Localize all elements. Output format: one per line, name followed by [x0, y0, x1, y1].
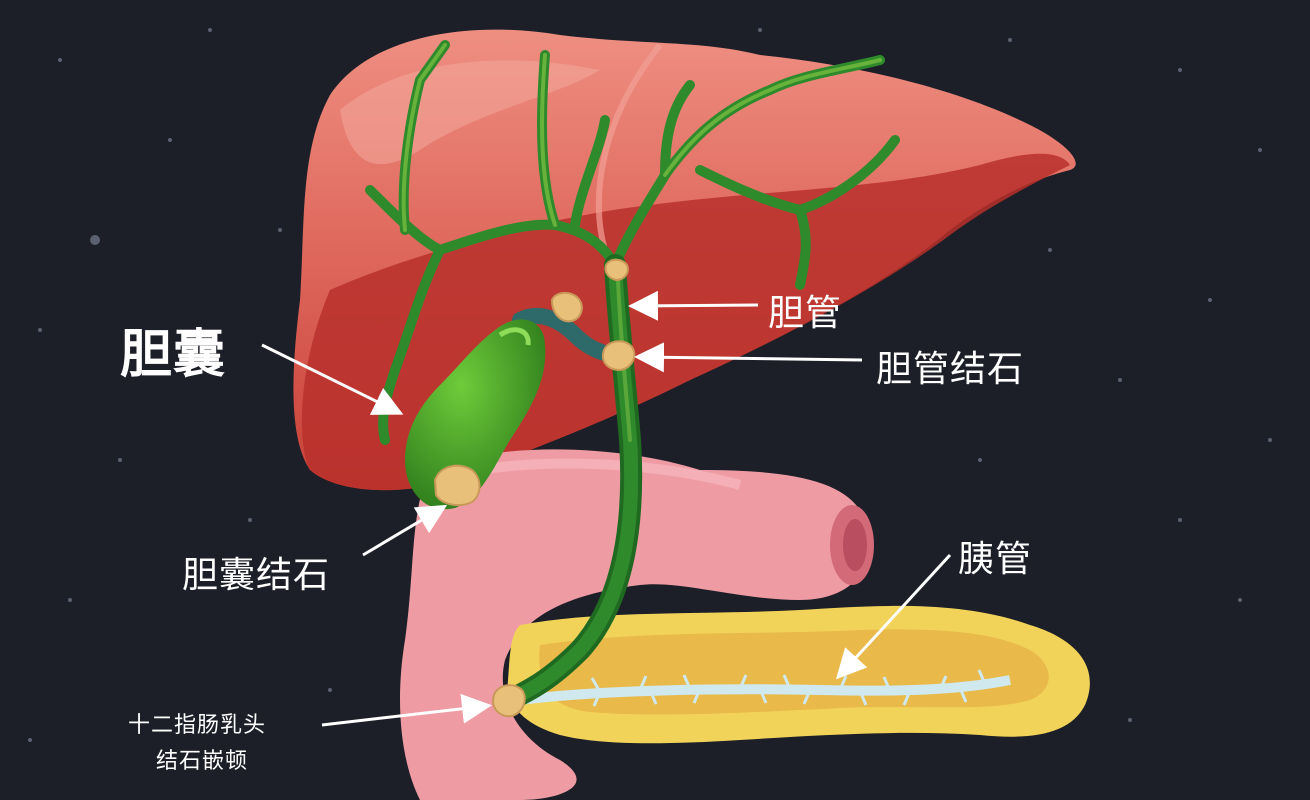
label-bile-duct: 胆管 — [768, 293, 843, 334]
label-gallbladder-stone: 胆囊结石 — [182, 555, 331, 596]
bile-duct-stone-upper — [550, 292, 583, 323]
pancreas — [507, 605, 1090, 744]
bile-duct-tree — [365, 40, 900, 711]
arrow-pancreatic-duct — [835, 553, 952, 680]
gallbladder-organ — [405, 319, 546, 510]
arrow-gallbladder-stone — [362, 504, 448, 557]
label-pancreatic-duct: 胰管 — [958, 539, 1033, 580]
papilla-stone — [492, 684, 526, 718]
bile-duct-stone-top — [604, 258, 629, 282]
label-papilla-line1: 十二指肠乳头 — [128, 713, 267, 738]
arrow-bile-duct — [628, 290, 759, 321]
arrow-gallbladder — [261, 343, 404, 415]
arrow-papilla — [321, 693, 492, 727]
arrow-bile-duct-stone — [634, 342, 863, 373]
label-gallbladder: 胆囊 — [120, 325, 227, 385]
stones — [433, 258, 636, 718]
bile-duct-stone — [602, 340, 636, 372]
label-papilla-line2: 结石嵌顿 — [156, 749, 249, 774]
gallbladder-stone — [433, 464, 481, 507]
label-bile-duct-stone: 胆管结石 — [876, 349, 1025, 390]
pancreatic-duct-shape — [519, 675, 1011, 705]
pointer-arrows — [261, 290, 952, 727]
